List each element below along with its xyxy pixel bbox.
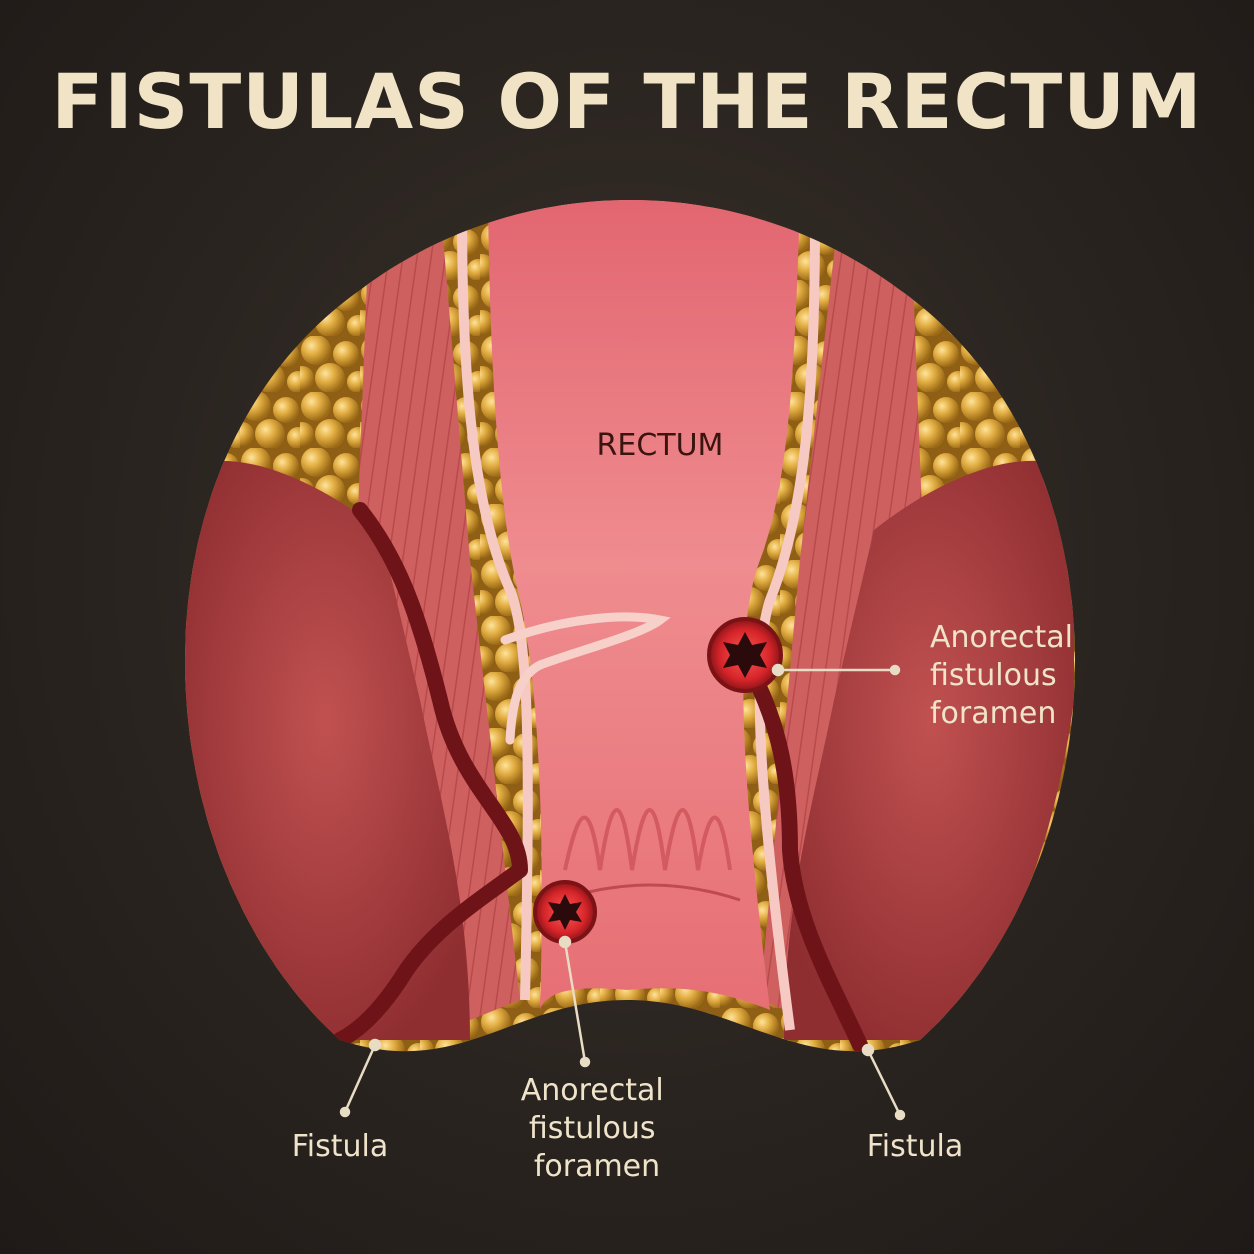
foramen-bottom-line-3: foramen [534,1149,660,1184]
foramen-right-marker [707,617,783,693]
foramen-right-line-1: Anorectal [930,620,1073,655]
rectum-label: RECTUM [597,428,724,463]
foramen-bottom-label: Anorectal fistulous foramen [521,1073,674,1184]
fistula-tract-right [737,652,868,1052]
foramen-right-label: Anorectal fistulous foramen [930,620,1083,731]
anal-columns [563,808,732,871]
fistula-right-label: Fistula [867,1129,964,1164]
rectal-lumen [488,200,800,1010]
foramen-bottom-line-1: Anorectal [521,1073,664,1108]
foramen-right-line-3: foramen [930,696,1056,731]
foramen-bottom-line-2: fistulous [529,1111,656,1146]
submucosa-line-left [457,209,533,1001]
rectal-valve-fold [500,612,671,745]
fistula-left-label: Fistula [292,1129,389,1164]
submucosa-line-right [754,209,820,1031]
left-levator-muscle [185,460,470,1040]
fistula-tract-left [332,502,528,1048]
foramen-bottom-marker [533,880,597,944]
foramen-right-line-2: fistulous [930,658,1057,693]
right-levator-muscle [784,460,1074,1040]
leader-lines [339,663,906,1121]
anatomy-cross-section [185,200,1075,1052]
diagram-title: FISTULAS OF THE RECTUM [51,57,1202,146]
